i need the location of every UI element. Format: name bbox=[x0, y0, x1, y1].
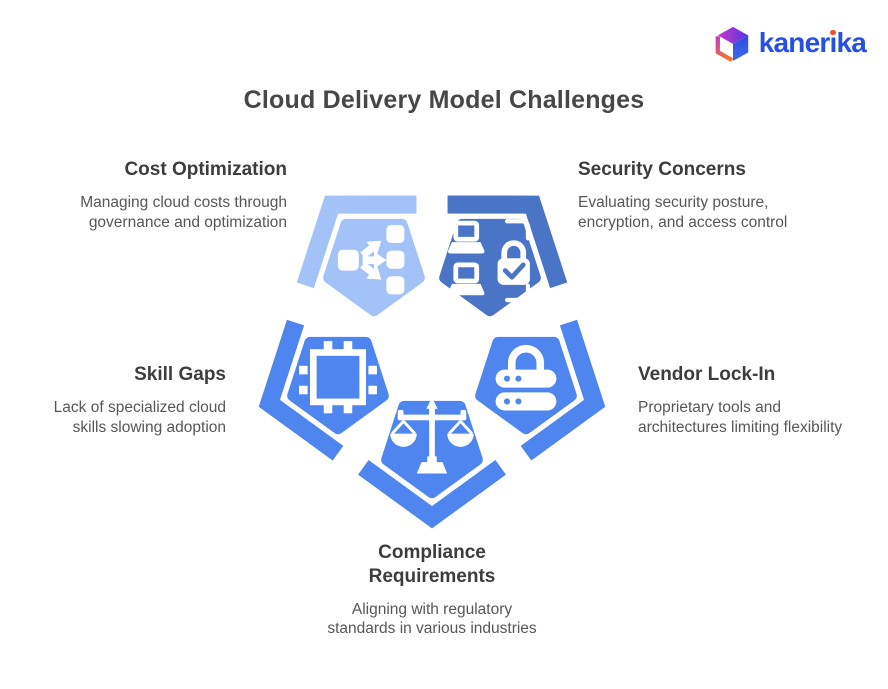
pentagon-band bbox=[447, 195, 568, 289]
challenge-title: Security Concerns bbox=[578, 159, 746, 180]
challenge-description: Evaluating security posture, encryption,… bbox=[578, 193, 788, 231]
secure-devices-icon bbox=[447, 219, 531, 303]
scales-icon bbox=[390, 397, 474, 474]
pentagon-skill-gaps bbox=[258, 319, 389, 461]
label-security-concerns: Security Concerns Evaluating security po… bbox=[578, 158, 843, 232]
frame-icon bbox=[299, 341, 377, 414]
brand-i-dot bbox=[830, 30, 836, 36]
challenge-description: Proprietary tools and architectures limi… bbox=[638, 398, 843, 436]
challenge-description: Aligning with regulatory standards in va… bbox=[327, 600, 537, 638]
pentagon-compliance-requirements bbox=[358, 397, 506, 529]
distribution-icon bbox=[337, 225, 405, 295]
label-skill-gaps: Skill Gaps Lack of specialized cloud ski… bbox=[11, 363, 226, 437]
label-cost-optimization: Cost Optimization Managing cloud costs t… bbox=[37, 158, 287, 232]
pentagon-band bbox=[258, 319, 344, 461]
pentagon-vendor-lock-in bbox=[475, 319, 606, 461]
challenge-title: Skill Gaps bbox=[134, 364, 226, 385]
pentagon-security-concerns bbox=[439, 195, 568, 317]
page-title: Cloud Delivery Model Challenges bbox=[243, 86, 645, 114]
label-compliance-requirements: Compliance Requirements Aligning with re… bbox=[282, 541, 582, 639]
challenge-title: Compliance Requirements bbox=[368, 542, 496, 587]
pentagon-band bbox=[520, 319, 606, 461]
pentagon-band bbox=[296, 195, 417, 289]
pentagon-cost-optimization bbox=[296, 195, 425, 317]
challenge-title: Cost Optimization bbox=[124, 159, 287, 180]
brand-cube-icon bbox=[715, 26, 748, 62]
locked-server-icon bbox=[495, 344, 557, 411]
challenge-description: Managing cloud costs through governance … bbox=[80, 193, 287, 231]
pentagon-band bbox=[358, 460, 506, 529]
label-vendor-lock-in: Vendor Lock-In Proprietary tools and arc… bbox=[638, 363, 888, 437]
challenge-description: Lack of specialized cloud skills slowing… bbox=[53, 398, 226, 436]
challenge-title: Vendor Lock-In bbox=[638, 364, 776, 385]
